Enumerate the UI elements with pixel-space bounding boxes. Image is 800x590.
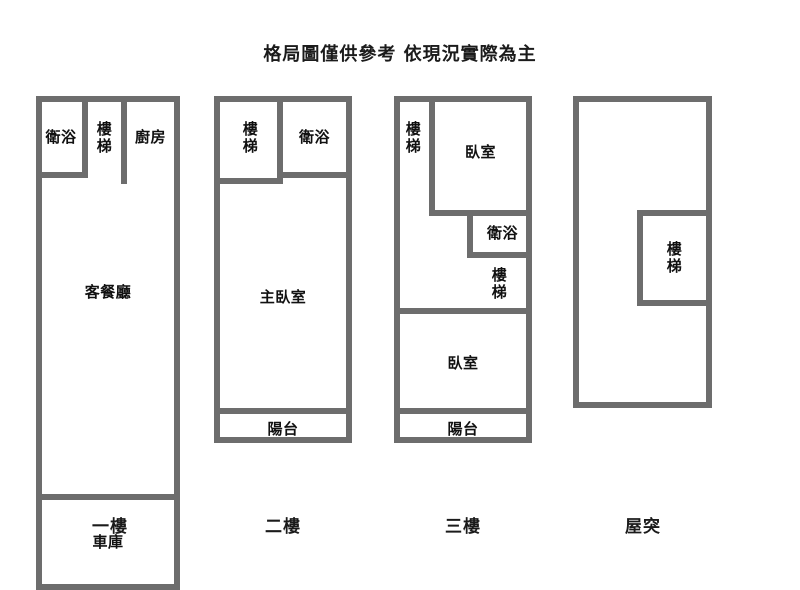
wall-f4-right-outer: [706, 96, 712, 408]
wall-f1-garage-bottom: [36, 494, 180, 500]
wall-f3-bedroom-lower-top: [394, 308, 532, 314]
wall-f1-stairs-right: [121, 96, 127, 184]
floor-caption-3: 三樓: [445, 517, 481, 537]
wall-f4-stairs-bottom: [637, 300, 712, 306]
wall-f2-left-outer: [214, 96, 220, 443]
room-label-stairs: 樓 梯: [666, 240, 683, 275]
floor-caption-4: 屋突: [625, 517, 661, 537]
wall-f2-top-outer: [214, 96, 352, 102]
floor-plan-4: 樓 梯: [567, 90, 719, 420]
room-label-stairs-upper: 樓 梯: [405, 120, 422, 155]
wall-f3-left-outer: [394, 96, 400, 443]
room-label-kitchen: 廚房: [134, 127, 166, 146]
room-label-stairs: 樓 梯: [96, 120, 113, 155]
wall-f4-left-outer: [573, 96, 579, 408]
wall-f1-right-outer: [174, 96, 180, 590]
wall-f4-stairs-left: [637, 210, 643, 306]
wall-f1-bath-bottom: [36, 172, 88, 178]
room-label-stairs: 樓 梯: [242, 120, 259, 155]
wall-f3-right-outer: [526, 96, 532, 443]
wall-f1-top-outer: [36, 96, 180, 102]
wall-f3-bath-bottom: [467, 252, 532, 258]
wall-f1-garage-left: [36, 494, 42, 590]
wall-f2-bottom-outer: [214, 437, 352, 443]
room-label-bedroom-upper: 臥室: [464, 142, 496, 161]
wall-f3-balcony-top: [394, 408, 532, 414]
wall-f2-right-outer: [346, 96, 352, 443]
room-label-master-bedroom: 主臥室: [259, 287, 307, 306]
room-label-bedroom-lower: 臥室: [447, 353, 479, 372]
floor-caption-1: 一樓: [92, 517, 128, 537]
floor-plan-1: 衛浴 樓 梯 廚房 客餐廳 車庫: [30, 90, 190, 590]
room-label-bathroom: 衛浴: [486, 223, 518, 242]
wall-f2-stairs-right: [277, 96, 283, 184]
wall-f2-balcony-top: [214, 408, 352, 414]
floor-plan-2: 樓 梯 衛浴 主臥室 陽台: [208, 90, 358, 450]
wall-f2-bath-bottom: [277, 172, 352, 178]
wall-f4-bottom-outer: [573, 402, 712, 408]
wall-f3-bottom-outer: [394, 437, 532, 443]
wall-f4-stairs-top: [637, 210, 712, 216]
room-label-stairs-lower: 樓 梯: [491, 266, 508, 301]
wall-f3-top-outer: [394, 96, 532, 102]
wall-f3-stairs-upper-right: [429, 96, 435, 216]
wall-f1-garage-end: [36, 584, 180, 590]
wall-f1-bath-right: [82, 96, 88, 178]
page-title: 格局圖僅供參考 依現況實際為主: [263, 44, 537, 65]
room-label-living-dining: 客餐廳: [84, 282, 132, 301]
wall-f4-top-outer: [573, 96, 712, 102]
room-label-bathroom: 衛浴: [45, 127, 77, 146]
wall-f2-stairs-bottom: [214, 178, 283, 184]
wall-f3-bedroom-upper-bottom: [429, 210, 532, 216]
floor-caption-2: 二樓: [265, 517, 301, 537]
floor-plan-3: 樓 梯 臥室 衛浴 樓 梯 臥室 陽台: [388, 90, 538, 450]
wall-f1-left-outer: [36, 96, 42, 590]
wall-f1-garage-right: [174, 494, 180, 590]
room-label-bathroom: 衛浴: [298, 127, 330, 146]
wall-f3-bath-left: [467, 210, 473, 258]
